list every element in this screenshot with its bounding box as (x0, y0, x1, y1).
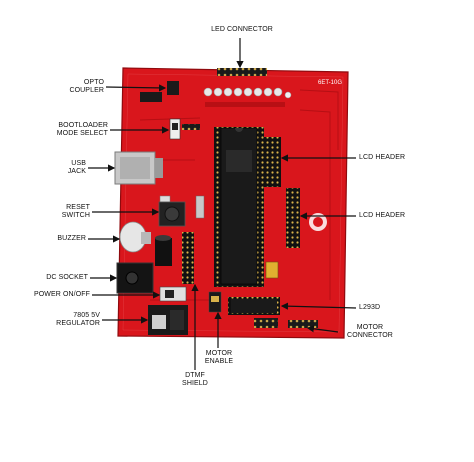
potentiometer (265, 261, 279, 279)
label-usb-jack: USB JACK (67, 160, 86, 175)
label-lcd-header-1: LCD HEADER (359, 154, 406, 161)
dtmf-shield-header (182, 232, 194, 284)
board-silk-code: 6ET-10G (318, 80, 342, 86)
regulator-7805 (148, 305, 188, 335)
microcontroller (214, 127, 264, 287)
label-l293d: L293D (359, 304, 381, 311)
label-7805-regulator: 7805 5V REGULATOR (56, 312, 100, 327)
label-bootloader-mode-select: BOOTLOADER MODE SELECT (56, 122, 108, 137)
led-row (203, 87, 292, 99)
opto-resistor-pack (140, 92, 162, 102)
label-opto-coupler: OPTO COUPLER (69, 79, 104, 94)
label-buzzer: BUZZER (57, 235, 86, 242)
label-dtmf-shield: DTMF SHIELD (182, 372, 208, 387)
reset-switch (158, 201, 186, 227)
led-connector-header (217, 68, 267, 76)
buzzer (119, 221, 172, 266)
opto-coupler-chip (167, 81, 179, 95)
label-lcd-header-2: LCD HEADER (359, 212, 406, 219)
label-power-on-off: POWER ON/OFF (33, 291, 90, 298)
led-resistors (205, 102, 285, 107)
label-led-connector: LED CONNECTOR (211, 26, 273, 33)
callout-arrows (88, 38, 357, 370)
lcd-header-1 (263, 137, 281, 187)
dc-socket (116, 262, 154, 294)
label-motor-enable: MOTOR ENABLE (204, 350, 234, 365)
motor-connector-header (288, 320, 318, 328)
label-dc-socket: DC SOCKET (46, 274, 88, 281)
label-motor-connector: MOTOR CONNECTOR (347, 324, 393, 339)
capacitor (155, 238, 172, 266)
lcd-header-2 (286, 188, 300, 248)
label-reset-switch: RESET SWITCH (61, 204, 90, 219)
l293d-chip (228, 297, 280, 315)
extra-header (254, 318, 278, 328)
